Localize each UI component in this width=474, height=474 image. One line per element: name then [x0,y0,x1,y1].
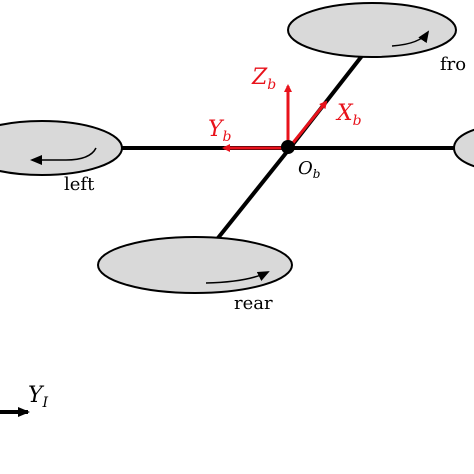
rotor-disk [287,2,457,58]
rotor-right [453,128,474,168]
axis-x-b-arrow [290,100,328,145]
arm-rear [212,146,292,245]
body-frame [222,84,328,154]
rotor-front [287,2,457,58]
rotor-disk [0,120,123,176]
rotation-arrow-icon [205,271,270,284]
label-front: fro [440,54,466,75]
label-origin-b: Ob [298,158,320,181]
rotation-arrow-icon [391,30,430,47]
label-x-b: Xb [335,101,362,129]
body-origin-dot [281,140,295,154]
label-rear: rear [234,293,273,314]
rotor-left [0,120,123,176]
label-y-i: YI [28,383,49,411]
rotor-disk [453,128,474,168]
label-left: left [64,174,95,195]
rotation-arrow-icon [30,147,97,165]
label-z-b: Zb [251,65,276,93]
rotor-rear [97,236,293,294]
inertial-frame: YI [0,383,49,417]
rotor-disk [97,236,293,294]
label-y-b: Yb [208,117,232,145]
